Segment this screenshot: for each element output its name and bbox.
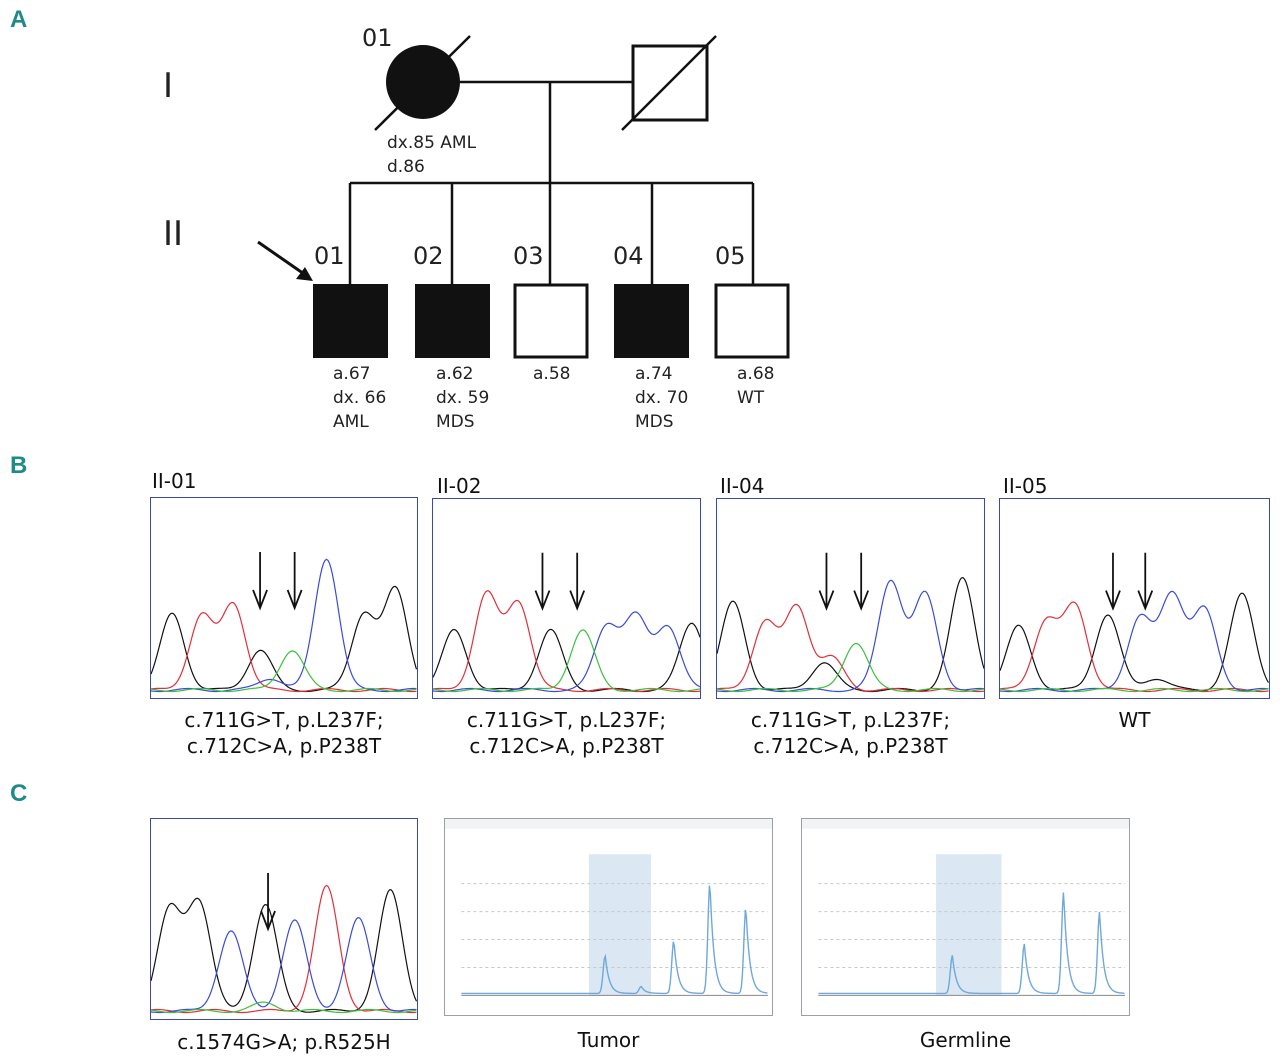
highlight-region bbox=[588, 854, 652, 996]
trace-line bbox=[151, 1001, 417, 1014]
trace-line bbox=[433, 629, 700, 693]
pyrogram-caption-tumor: Tumor bbox=[577, 1028, 640, 1052]
individual-I-01-note: d.86 bbox=[387, 157, 425, 177]
sample-label-II-02: II-02 bbox=[437, 474, 482, 498]
trace-line bbox=[717, 603, 984, 693]
mutation-arrow-icon bbox=[818, 552, 835, 611]
individual-II-01-note: dx. 66 bbox=[333, 388, 387, 408]
trace-line bbox=[1000, 687, 1269, 693]
mutation-arrow-icon bbox=[534, 552, 551, 611]
highlight-region bbox=[936, 854, 1002, 996]
chromatogram-II-02 bbox=[432, 498, 701, 699]
chromatogram-panel-c bbox=[150, 818, 418, 1020]
individual-II-05-note: WT bbox=[737, 388, 765, 408]
deceased-slash-I-01 bbox=[374, 35, 471, 131]
individual-II-04-note: a.74 bbox=[635, 364, 673, 384]
mutation-arrow-icon bbox=[260, 873, 276, 932]
mutation-arrow-icon bbox=[569, 552, 586, 611]
individual-II-01-note: a.67 bbox=[333, 364, 371, 384]
trace-line bbox=[433, 622, 700, 693]
panel-label-a: A bbox=[10, 6, 28, 33]
pyrogram-caption-germline: Germline bbox=[919, 1028, 1012, 1052]
mutation-arrow-icon bbox=[853, 552, 870, 611]
sequence-header-bar bbox=[445, 819, 772, 829]
trace-line bbox=[717, 576, 984, 693]
individual-II-05-id: 05 bbox=[715, 242, 746, 270]
individual-II-01-id: 01 bbox=[314, 242, 345, 270]
mutation-arrow-icon bbox=[286, 552, 303, 611]
chromatogram-II-05 bbox=[999, 498, 1270, 699]
individual-II-04-note: MDS bbox=[635, 412, 674, 432]
trace-line bbox=[151, 916, 417, 1014]
pyrogram-tumor bbox=[444, 818, 773, 1016]
variant-caption-II-01: c.712C>A, p.P238T bbox=[186, 734, 382, 758]
trace-line bbox=[1000, 592, 1269, 692]
variant-caption-II-02: c.711G>T, p.L237F; bbox=[466, 708, 667, 732]
individual-II-02-symbol bbox=[415, 284, 490, 358]
deceased-slash-I-02 bbox=[621, 35, 717, 131]
individual-II-03-symbol bbox=[513, 283, 589, 359]
individual-II-04-note: dx. 70 bbox=[635, 388, 689, 408]
sample-label-II-01: II-01 bbox=[152, 469, 197, 493]
individual-II-02-note: dx. 59 bbox=[436, 388, 490, 408]
pyrogram-trace bbox=[461, 885, 768, 995]
sequence-header-bar bbox=[802, 819, 1129, 829]
individual-II-01-note: AML bbox=[333, 412, 369, 432]
individual-II-03-note: a.58 bbox=[533, 364, 571, 384]
chromatogram-II-04 bbox=[716, 498, 985, 699]
pyrogram-trace bbox=[818, 892, 1125, 995]
mutation-arrow-icon bbox=[1105, 552, 1121, 611]
sample-label-II-05: II-05 bbox=[1003, 474, 1048, 498]
mutation-arrow-icon bbox=[252, 552, 268, 611]
individual-I-01-note: dx.85 AML bbox=[387, 133, 477, 153]
panel-label-b: B bbox=[10, 452, 28, 479]
variant-caption-II-04: c.712C>A, p.P238T bbox=[753, 734, 948, 758]
individual-II-04-id: 04 bbox=[613, 242, 644, 270]
mutation-arrow-icon bbox=[1137, 552, 1154, 611]
variant-caption-panel-c: c.1574G>A; p.R525H bbox=[177, 1030, 391, 1054]
trace-line bbox=[151, 884, 417, 1014]
sample-label-II-04: II-04 bbox=[720, 474, 765, 498]
variant-caption-II-02: c.712C>A, p.P238T bbox=[469, 734, 664, 758]
individual-II-02-id: 02 bbox=[413, 242, 444, 270]
proband-arrow-head bbox=[296, 267, 313, 281]
individual-I-01-id: 01 bbox=[362, 24, 393, 52]
variant-caption-II-01: c.711G>T, p.L237F; bbox=[184, 708, 384, 732]
individual-II-05-symbol bbox=[714, 283, 790, 359]
trace-line bbox=[151, 585, 417, 693]
individual-II-02-note: MDS bbox=[436, 412, 475, 432]
trace-line bbox=[151, 889, 417, 1013]
trace-line bbox=[151, 558, 417, 693]
pyrogram-germline bbox=[801, 818, 1130, 1016]
trace-line bbox=[717, 642, 984, 693]
trace-line bbox=[151, 650, 417, 693]
variant-caption-II-05: WT bbox=[1118, 708, 1151, 732]
individual-II-02-note: a.62 bbox=[436, 364, 474, 384]
pedigree-chart bbox=[257, 35, 790, 359]
trace-line bbox=[433, 611, 700, 693]
individual-II-04-symbol bbox=[614, 284, 689, 358]
panel-label-c: C bbox=[10, 780, 28, 807]
trace-line bbox=[433, 590, 700, 693]
proband-arrow bbox=[257, 240, 308, 278]
chromatogram-II-01 bbox=[150, 497, 418, 699]
trace-line bbox=[151, 601, 417, 693]
generation-label-I: I bbox=[163, 66, 174, 106]
variant-caption-II-04: c.711G>T, p.L237F; bbox=[750, 708, 951, 732]
generation-label-II: II bbox=[163, 214, 184, 254]
individual-II-01-symbol bbox=[313, 284, 388, 358]
individual-II-05-note: a.68 bbox=[737, 364, 775, 384]
individual-II-03-id: 03 bbox=[513, 242, 544, 270]
